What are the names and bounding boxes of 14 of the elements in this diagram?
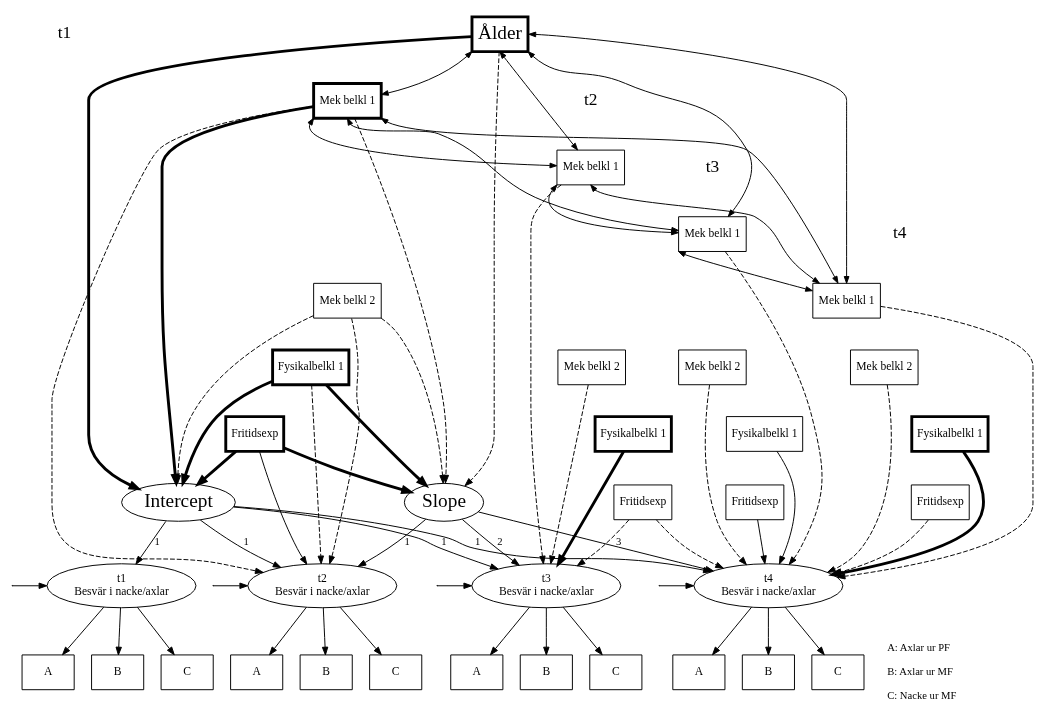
edge-label: 1 <box>441 536 447 548</box>
edge-label: 1 <box>475 536 481 548</box>
label: t2 <box>583 90 598 110</box>
edge-label: 2 <box>497 536 503 548</box>
label: t3 <box>705 156 720 176</box>
label: t4 <box>892 223 907 243</box>
edge-label: 1 <box>154 536 160 548</box>
label: C: Nacke ur MF <box>887 690 957 702</box>
edge-label: 1 <box>404 536 410 548</box>
label: A: Axlar ur PF <box>887 641 950 653</box>
label: t1 <box>57 23 72 43</box>
edge-label: 1 <box>243 536 249 548</box>
label: B: Axlar ur MF <box>887 666 953 678</box>
edge-label: 3 <box>616 536 622 548</box>
